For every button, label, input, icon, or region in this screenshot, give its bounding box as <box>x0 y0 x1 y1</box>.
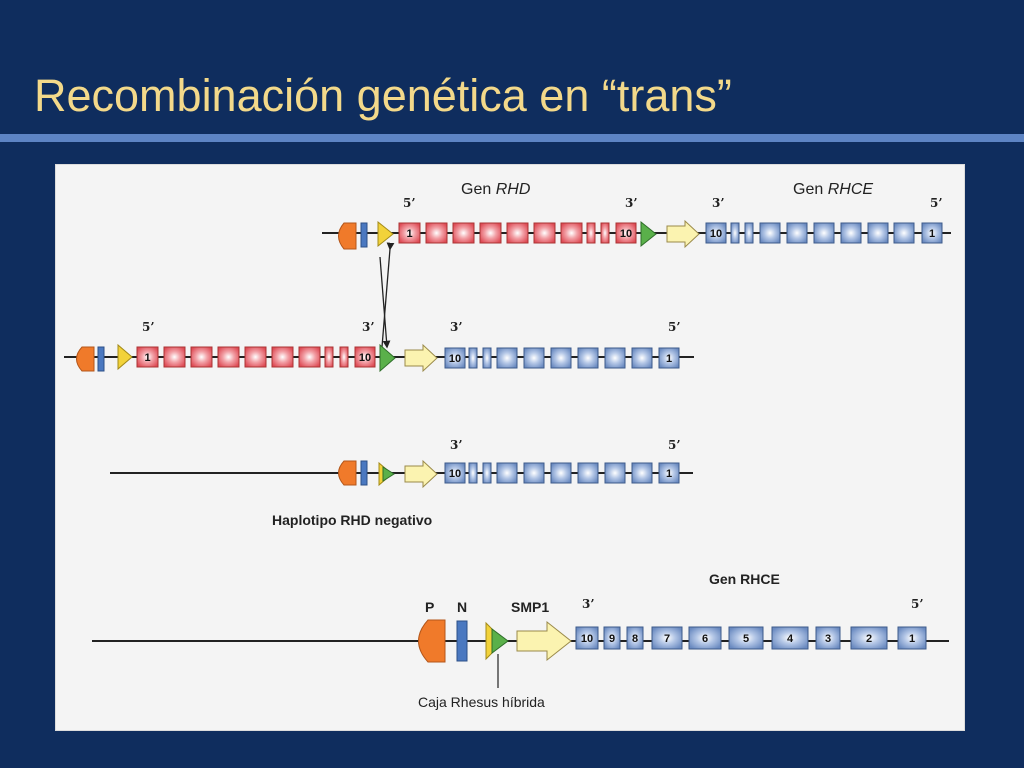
detail-n-label: N <box>457 599 467 615</box>
row-1-chromosome: 1 10 10 1 <box>322 219 951 250</box>
row2-rhd-exon-1-label: 1 <box>144 352 150 364</box>
row1-rhce-exons: 10 1 <box>705 222 943 244</box>
row1-gene-rhce-label: Gen RHCE <box>793 181 873 198</box>
row1-rhce-exon-1-label: 1 <box>929 228 935 240</box>
row-3-chromosome: 10 1 <box>110 459 693 489</box>
detail-smp1-label: SMP1 <box>511 599 549 615</box>
row3-rhce-exon-10-label: 10 <box>449 468 461 480</box>
row1-rhd-exon-10-label: 10 <box>620 228 632 240</box>
haplotype-label: Haplotipo RHD negativo <box>272 512 432 528</box>
detail-exon-7-label: 7 <box>664 633 670 645</box>
row2-element-n <box>97 346 105 372</box>
row2-promoter-p <box>76 346 95 372</box>
row1-rhce-exon-10-label: 10 <box>710 228 722 240</box>
row1-gene-rhd-label: Gen RHD <box>461 181 531 198</box>
rhesus-box-caption: Caja Rhesus híbrida <box>418 694 545 710</box>
row2-rhd-exons: 1 10 <box>136 346 376 368</box>
detail-exon-3-label: 3 <box>825 633 831 645</box>
row1-rhesus-box-upstream <box>377 220 394 248</box>
row2-rhd-exon-10-label: 10 <box>359 352 371 364</box>
row1-rhd-exon-1-label: 1 <box>406 228 412 240</box>
row2-rhesus-box-hybrid <box>379 343 396 373</box>
row3-rhce-3prime: 3’ <box>450 438 463 452</box>
diagram-panel: 1 10 10 1 Gen <box>55 164 965 731</box>
row1-rhce-3prime: 3’ <box>712 196 725 210</box>
detail-5prime: 5’ <box>911 597 924 611</box>
recombination-diagram: 1 10 10 1 Gen <box>64 181 951 710</box>
row-2-chromosome: 1 10 10 1 <box>64 343 694 373</box>
slide-title: Recombinación genética en “trans” <box>34 70 732 121</box>
title-divider <box>0 134 1024 142</box>
row2-rhesus-box-upstream <box>117 343 133 371</box>
detail-rhesus-box-green <box>491 628 509 654</box>
row3-rhce-exons: 10 1 <box>444 462 680 484</box>
detail-3prime: 3’ <box>582 597 595 611</box>
row1-rhce-5prime: 5’ <box>930 196 943 210</box>
row-4-chromosome: 10 9 8 7 6 5 4 3 2 1 <box>92 619 949 688</box>
row1-rhd-exons: 1 10 <box>398 222 637 244</box>
detail-exon-1-label: 1 <box>909 633 915 645</box>
row2-rhce-5prime: 5’ <box>668 320 681 334</box>
row3-smp1-arrow <box>404 459 438 489</box>
row2-rhce-exons: 10 1 <box>444 347 680 369</box>
row1-rhesus-box-downstream <box>640 220 657 248</box>
row3-promoter-p <box>338 460 357 486</box>
row1-promoter-p <box>338 222 357 250</box>
crossover-arrows-icon <box>379 242 395 349</box>
detail-exon-5-label: 5 <box>743 633 749 645</box>
row3-rhce-5prime: 5’ <box>668 438 681 452</box>
row1-rhd-3prime: 3’ <box>625 196 638 210</box>
detail-exon-8-label: 8 <box>632 633 638 645</box>
row2-rhce-exon-10-label: 10 <box>449 353 461 365</box>
row2-rhce-3prime: 3’ <box>450 320 463 334</box>
detail-rhce-exons: 10 9 8 7 6 5 4 3 2 1 <box>575 626 927 650</box>
detail-exon-6-label: 6 <box>702 633 708 645</box>
detail-promoter-p <box>418 619 446 663</box>
detail-smp1-arrow <box>516 620 572 662</box>
row2-smp1-arrow <box>404 343 438 373</box>
detail-exon-9-label: 9 <box>609 633 615 645</box>
row2-rhd-3prime: 3’ <box>362 320 375 334</box>
row3-rhesus-box-green <box>382 466 395 482</box>
row3-element-n <box>360 460 368 486</box>
row1-smp1-arrow <box>666 219 700 249</box>
detail-gene-rhce-label: Gen RHCE <box>709 571 780 587</box>
detail-exon-2-label: 2 <box>866 633 872 645</box>
row2-rhce-exon-1-label: 1 <box>666 353 672 365</box>
row3-rhce-exon-1-label: 1 <box>666 468 672 480</box>
detail-exon-10-label: 10 <box>581 633 593 645</box>
row1-rhd-5prime: 5’ <box>403 196 416 210</box>
row1-element-n <box>360 222 368 248</box>
row2-rhd-5prime: 5’ <box>142 320 155 334</box>
detail-p-label: P <box>425 599 434 615</box>
detail-element-n <box>456 620 468 662</box>
detail-exon-4-label: 4 <box>787 633 794 645</box>
